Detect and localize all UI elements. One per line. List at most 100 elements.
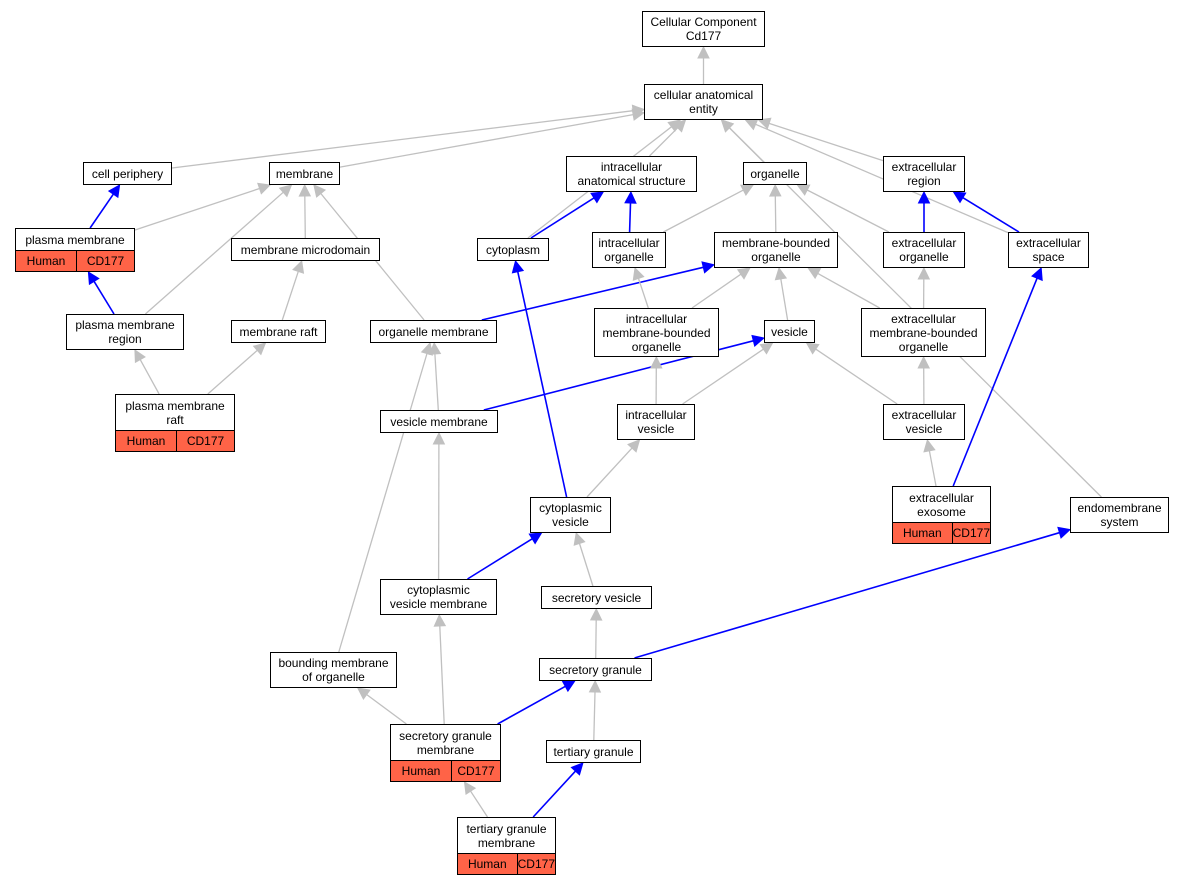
arrowhead-om-to-membrane (313, 184, 327, 198)
edge-part-of-cytoplasm-to-ias (530, 197, 595, 239)
edge-part-of-cv-to-cytoplasm (517, 271, 568, 498)
arrowhead-pm-to-membrane (257, 182, 272, 195)
go-term-label: extracellular space (1016, 236, 1081, 264)
gene-cell: CD177 (517, 857, 555, 871)
go-term-om[interactable]: organelle membrane (370, 320, 497, 343)
go-term-imbo[interactable]: intracellular membrane-bounded organelle (594, 308, 719, 357)
arrowhead-cv-to-iv (627, 439, 641, 453)
arrowhead-io-to-ias (624, 190, 637, 204)
arrowhead-pm-to-cell_periphery (107, 184, 121, 199)
arrowhead-exo-to-ev (923, 438, 936, 453)
species-cell: Human (458, 854, 518, 874)
species-cell: Human (893, 523, 953, 543)
edge-is-a-sgm-to-cvm (439, 625, 445, 725)
edge-part-of-ecs-to-ecr (962, 197, 1020, 233)
go-term-io[interactable]: intracellular organelle (592, 232, 666, 268)
go-term-ev[interactable]: extracellular vesicle (883, 404, 965, 440)
go-term-mr[interactable]: membrane raft (231, 320, 326, 343)
edge-part-of-sgm-to-sg (497, 685, 566, 725)
edge-is-a-ev-to-vesicle (815, 348, 898, 405)
edge-is-a-pmraft-to-pmr (139, 359, 160, 395)
go-term-label: membrane (275, 166, 334, 181)
go-term-ecr[interactable]: extracellular region (883, 156, 965, 192)
go-term-organelle[interactable]: organelle (743, 162, 807, 185)
edge-is-a-mbo-to-organelle (774, 195, 777, 233)
go-term-root[interactable]: Cellular Component Cd177 (642, 11, 765, 47)
gene-cell: CD177 (86, 254, 125, 268)
go-term-ias[interactable]: intracellular anatomical structure (566, 156, 697, 192)
go-term-label: cellular anatomical entity (653, 88, 754, 116)
edge-is-a-ecs-to-cae (755, 123, 1009, 234)
go-term-eco[interactable]: extracellular organelle (883, 232, 965, 268)
species-cell: Human (116, 431, 177, 451)
edge-is-a-vm-to-om (434, 353, 439, 411)
edge-is-a-pmraft-to-mr (207, 349, 258, 395)
go-term-label: tertiary granule membrane (466, 821, 547, 850)
go-term-pmr[interactable]: plasma membrane region (66, 314, 184, 350)
arrowhead-tg-to-sg (588, 679, 602, 693)
go-term-mm[interactable]: membrane microdomain (231, 238, 380, 261)
go-term-label: cytoplasmic vesicle membrane (389, 583, 488, 611)
arrowhead-mbo-to-organelle (768, 183, 782, 197)
arrowhead-pmr-to-pm (87, 271, 100, 286)
arrowhead-om-to-mbo (701, 261, 716, 274)
go-term-membrane[interactable]: membrane (269, 162, 340, 185)
go-term-label: membrane raft (239, 324, 318, 339)
go-term-embo[interactable]: extracellular membrane-bounded organelle (861, 308, 986, 357)
arrowhead-embo-to-mbo (807, 267, 822, 280)
go-term-label: membrane-bounded organelle (721, 236, 831, 264)
go-term-label: organelle (750, 166, 800, 181)
go-term-label: vesicle membrane (390, 414, 488, 429)
go-term-label: secretory granule (549, 662, 642, 677)
go-term-cytoplasm[interactable]: cytoplasm (477, 238, 549, 261)
go-term-label: endomembrane system (1077, 501, 1162, 529)
species-cell: Human (16, 251, 77, 271)
edge-part-of-cvm-to-cv (467, 538, 533, 580)
edge-is-a-bmo-to-om (338, 353, 428, 653)
arrowhead-cvm-to-vm (432, 431, 446, 445)
go-term-bmo[interactable]: bounding membrane of organelle (270, 652, 397, 688)
edge-is-a-embo-to-mbo (817, 272, 881, 309)
arrowhead-vm-to-vesicle (751, 334, 766, 348)
go-term-label: plasma membrane (25, 232, 125, 247)
go-term-es[interactable]: endomembrane system (1070, 497, 1169, 533)
edge-is-a-imbo-to-mbo (691, 273, 742, 309)
go-term-cae[interactable]: cellular anatomical entity (644, 84, 763, 120)
go-term-tg[interactable]: tertiary granule (546, 740, 641, 763)
edge-is-a-membrane-to-cae (339, 113, 634, 168)
arrowhead-ecs-to-ecr (952, 191, 967, 204)
go-term-label: extracellular region (891, 160, 957, 188)
go-term-cvm[interactable]: cytoplasmic vesicle membrane (380, 579, 497, 615)
arrowhead-vm-to-om (428, 341, 442, 355)
go-term-label: extracellular vesicle (891, 408, 957, 436)
go-term-vesicle[interactable]: vesicle (764, 320, 815, 343)
edge-part-of-pmr-to-pm (93, 280, 115, 315)
go-term-label: intracellular membrane-bounded organelle (602, 311, 711, 354)
gene-cell: CD177 (457, 764, 495, 778)
go-term-ecs[interactable]: extracellular space (1008, 232, 1089, 268)
edge-is-a-sg-to-sv (595, 619, 597, 659)
arrowhead-tgm-to-tg (570, 762, 584, 776)
arrowhead-imbo-to-io (632, 266, 645, 281)
arrowhead-pmr-to-membrane (278, 184, 293, 198)
go-term-vm[interactable]: vesicle membrane (380, 410, 498, 433)
arrowhead-cae-to-root (697, 45, 710, 59)
arrowhead-sg-to-sv (589, 607, 603, 621)
edge-is-a-sv-to-cv (578, 543, 594, 587)
edge-part-of-io-to-ias (628, 202, 632, 233)
go-term-sg[interactable]: secretory granule (539, 658, 652, 681)
go-term-label: intracellular organelle (598, 236, 660, 264)
edge-is-a-cv-to-iv (586, 447, 633, 498)
go-term-iv[interactable]: intracellular vesicle (617, 404, 695, 440)
go-term-cell-periphery[interactable]: cell periphery (83, 162, 172, 185)
go-term-cv[interactable]: cytoplasmic vesicle (530, 497, 611, 533)
go-term-label: plasma membrane region (75, 318, 175, 346)
go-term-mbo[interactable]: membrane-bounded organelle (714, 232, 838, 268)
go-term-sv[interactable]: secretory vesicle (541, 586, 652, 609)
